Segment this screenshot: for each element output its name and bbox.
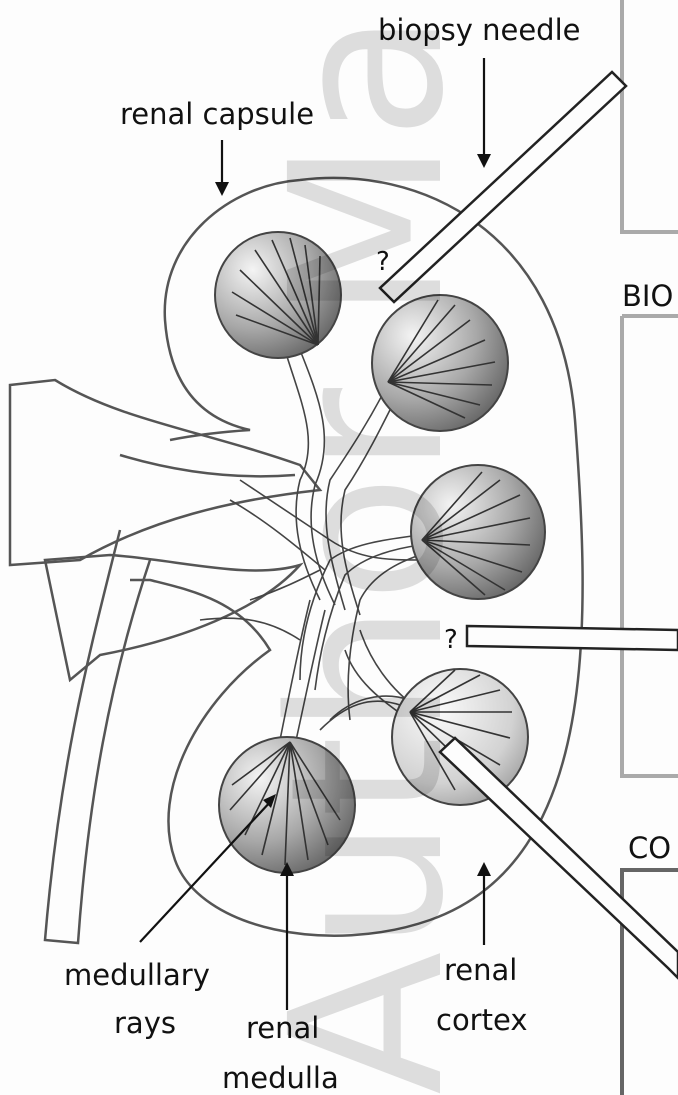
panel-bio-label: BIO <box>622 279 673 313</box>
panel-co-label: CO <box>628 831 671 865</box>
ureter <box>45 530 150 943</box>
label-medullary-rays-line1: medullary <box>64 958 210 992</box>
biopsy-needle-middle <box>467 626 678 650</box>
watermark: Author Manuscript <box>245 0 490 1095</box>
label-medullary-rays-line2: rays <box>114 1006 176 1040</box>
